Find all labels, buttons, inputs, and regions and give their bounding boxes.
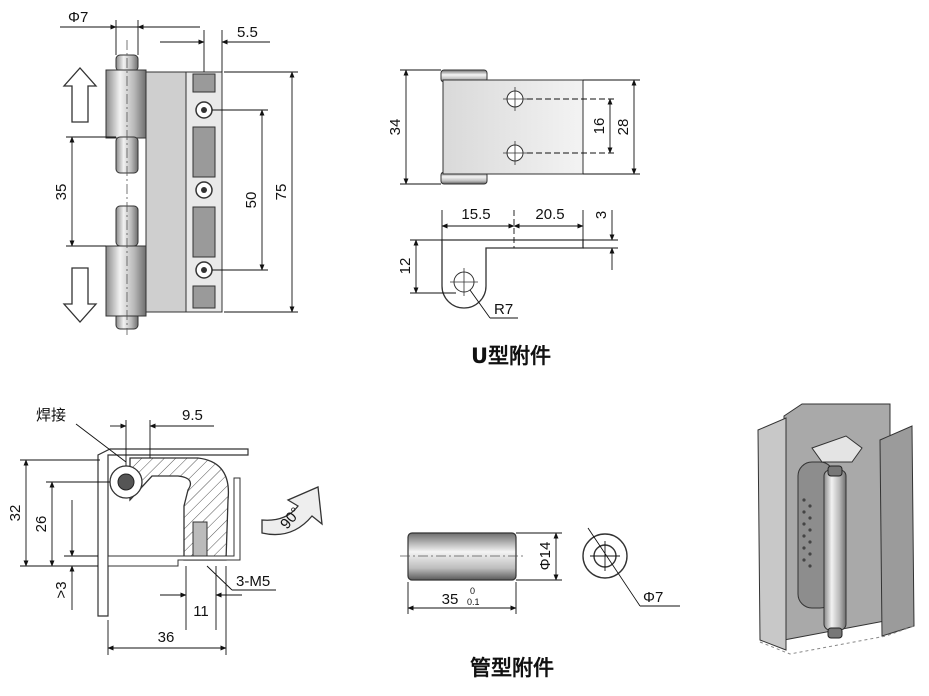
section-view: 90° 焊接 9.5 32 26 >3 3-M5 11 36 (7, 407, 323, 655)
mounting-angle (97, 448, 249, 617)
rotation-arrow-icon (261, 486, 323, 536)
slot-4 (192, 285, 216, 309)
knuckle-upper (105, 69, 147, 139)
caption-u-type: U型附件 (471, 344, 552, 368)
u-dim-len-b: 20.5 (535, 206, 564, 223)
u-side-profile (441, 239, 584, 309)
render-pin-top (827, 465, 843, 477)
sec-dim-h-inner: 26 (33, 516, 50, 533)
hatched-arm (129, 457, 230, 561)
hinge-leaf (145, 71, 187, 313)
caption-tube-type: 管型附件 (470, 656, 554, 680)
render-knuckle (823, 469, 847, 631)
hinge-3d-render (757, 403, 915, 655)
tube-inner-dia: Φ7 (643, 589, 663, 606)
dim-diameter: Φ7 (68, 9, 88, 26)
sec-dim-offset: 9.5 (182, 407, 203, 424)
threaded-hole (192, 521, 208, 561)
u-bracket-top-view: 34 16 28 (387, 69, 640, 185)
tube-outer-dia: Φ14 (537, 542, 554, 571)
knuckle-lower (105, 245, 147, 317)
render-pin-bottom (827, 627, 843, 639)
tube-tol-upper: 0 (470, 586, 475, 596)
u-bracket-side-view: 15.5 20.5 3 12 R7 (397, 206, 618, 319)
u-dim-thick: 3 (593, 211, 610, 219)
sec-dim-pitch: 11 (193, 603, 209, 620)
u-dim-len-a: 15.5 (461, 206, 490, 223)
dim-pitch: 50 (243, 192, 260, 209)
sec-dim-min-gap: >3 (53, 581, 70, 598)
sec-dim-width: 36 (158, 629, 175, 646)
slot-3 (192, 206, 216, 258)
sec-dim-thread: 3-M5 (236, 573, 270, 590)
slot-2 (192, 126, 216, 178)
slot-1 (192, 73, 216, 93)
render-left-wall (757, 417, 787, 651)
render-bracket (811, 435, 863, 463)
render-right-wall (879, 425, 915, 637)
tube-body (407, 532, 517, 581)
arrow-up-icon (62, 67, 98, 123)
u-dim-height: 12 (397, 258, 414, 275)
u-dim-radius: R7 (494, 301, 513, 318)
weld-label: 焊接 (36, 407, 66, 424)
tube-tol-lower: 0.1 (467, 597, 480, 607)
dim-width: 5.5 (237, 24, 258, 41)
hinge-front-view: Φ7 5.5 50 75 35 (53, 9, 298, 335)
tube-length: 35 (442, 591, 459, 608)
u-dim-hole-pitch: 16 (591, 118, 608, 135)
dim-gap: 35 (53, 184, 70, 201)
door-leaf (107, 477, 241, 567)
u-dim-width: 28 (615, 119, 632, 136)
arrow-down-icon (62, 267, 98, 323)
dim-height: 75 (273, 184, 290, 201)
sec-dim-h-outer: 32 (7, 505, 24, 522)
u-dim-height: 34 (387, 119, 404, 136)
tube-view: 35 0 0.1 Φ14 Φ7 (400, 527, 680, 614)
